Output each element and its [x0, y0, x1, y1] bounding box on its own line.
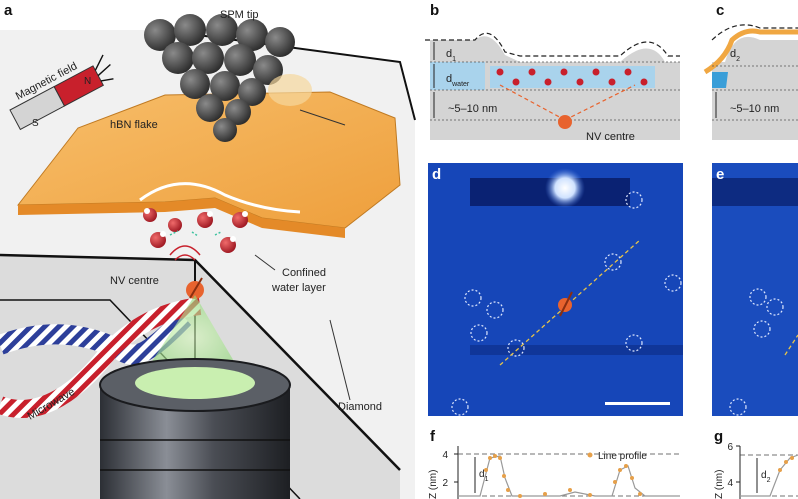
label-nv-centre: NV centre	[110, 275, 159, 287]
spm-tip	[144, 14, 312, 142]
label-magnet-n: N	[84, 76, 91, 87]
water-pointer	[254, 254, 276, 271]
b-water-molecules	[496, 68, 648, 86]
magnet	[9, 54, 114, 131]
d-bright-feature	[545, 168, 585, 208]
panel-label-d: d	[432, 166, 442, 183]
b-label-dwater: dwater	[446, 73, 470, 88]
c-hbn-layer	[703, 28, 798, 75]
label-magnet-s: S	[32, 118, 39, 129]
panel-label-f: f	[430, 428, 435, 445]
panel-label-g: g	[714, 428, 724, 445]
g-profile-line	[740, 454, 798, 497]
label-hbn-flake: hBN flake	[110, 119, 158, 131]
panel-e	[712, 163, 798, 416]
f-ytick-2: 2	[442, 478, 448, 489]
f-profile-line	[458, 455, 680, 497]
label-confined-2: water layer	[271, 282, 326, 294]
objective-lens	[99, 358, 291, 499]
f-ytick-4: 4	[442, 450, 448, 461]
label-spm-tip: SPM tip	[220, 9, 259, 21]
b-label-nv-centre: NV centre	[586, 131, 635, 143]
g-ytick-6: 6	[727, 442, 733, 453]
label-confined-1: Confined	[282, 267, 326, 279]
laser-cone	[140, 295, 245, 380]
f-profile-points	[484, 454, 642, 498]
d-scale-bar	[605, 402, 670, 405]
g-profile-points	[778, 456, 794, 472]
nv-centre-marker	[169, 245, 204, 299]
panel-f: Line profile 4 2 Z (nm) d1	[428, 446, 680, 499]
panel-label-a: a	[4, 2, 13, 19]
hbn-flake	[16, 91, 401, 238]
panel-label-b: b	[430, 2, 440, 19]
panel-c: d2 ~5–10 nm	[703, 24, 798, 140]
b-surface-profile	[425, 32, 680, 57]
panel-a: SPM tip Magnetic field N S hBN flake NV …	[0, 9, 416, 499]
water-molecules	[143, 208, 248, 253]
f-label-d1: d1	[479, 469, 489, 483]
g-ylabel: Z (nm)	[714, 470, 725, 499]
b-label-depth: ~5–10 nm	[448, 103, 497, 115]
c-label-d2: d2	[730, 48, 740, 63]
panel-b: d1 dwater ~5–10 nm NV centre	[425, 32, 680, 143]
f-ylabel: Z (nm)	[428, 470, 439, 499]
b-nv-centre-dot	[558, 115, 572, 129]
label-diamond: Diamond	[338, 401, 382, 413]
e-marked-sites	[729, 288, 784, 416]
microwave-wave	[0, 297, 202, 418]
g-label-d2: d2	[761, 470, 771, 484]
g-ytick-4: 4	[727, 478, 733, 489]
panel-g: 6 4 Z (nm) d2	[714, 442, 798, 499]
d-marked-sites	[451, 191, 682, 416]
panel-label-c: c	[716, 2, 725, 19]
hbn-pointer	[299, 109, 346, 126]
c-label-depth: ~5–10 nm	[730, 103, 779, 115]
f-legend-text: Line profile	[598, 451, 647, 462]
panel-d	[428, 163, 683, 416]
f-legend-marker	[587, 452, 593, 458]
diamond-pointer	[329, 319, 351, 401]
b-label-d1: d1	[446, 48, 456, 63]
panel-label-e: e	[716, 166, 725, 183]
